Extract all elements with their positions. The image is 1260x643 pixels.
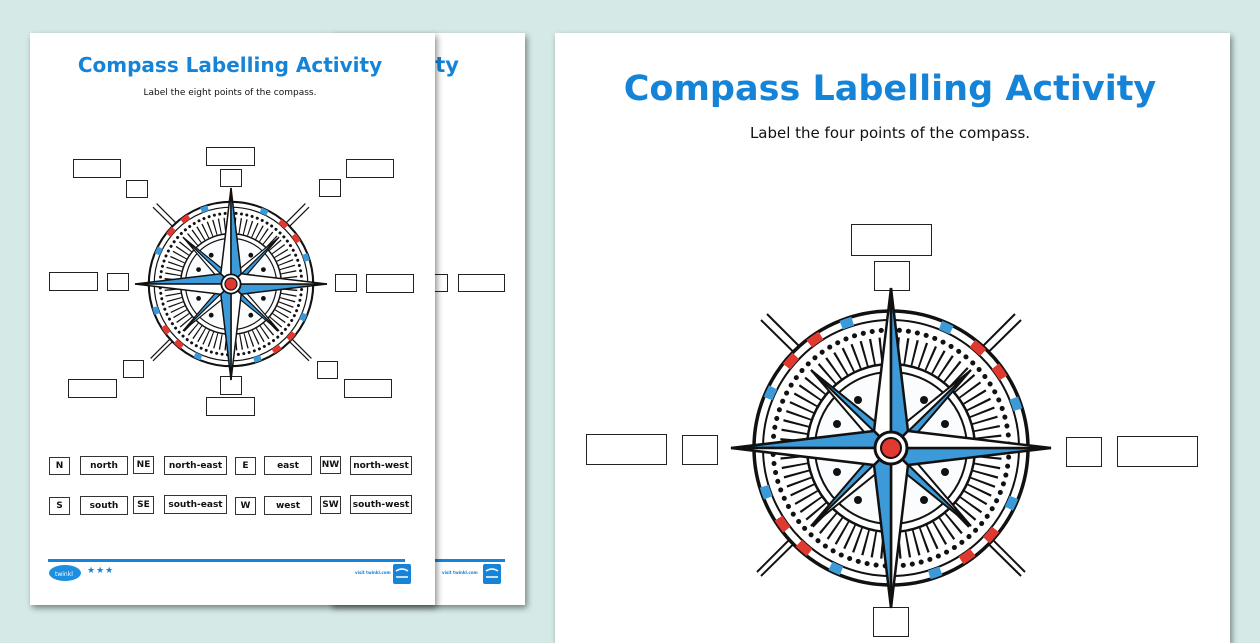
back-footer-url: visit twinkl.com [442,570,478,575]
east-word-box[interactable] [366,274,414,293]
word-bank-abbr: SW [320,496,341,514]
footer-url: visit twinkl.com [355,570,391,575]
twinkl-logo-icon: twinkl [49,565,81,581]
compass-rose-icon [131,184,331,384]
east-word-box[interactable] [1117,436,1198,467]
four-point-worksheet: Compass Labelling Activity Label the fou… [555,33,1230,643]
word-bank-abbr: W [235,497,256,515]
word-bank-abbr: E [235,457,256,475]
south-word-box[interactable] [206,397,255,416]
word-bank-word: east [264,456,312,475]
worksheet-instructions: Label the four points of the compass. [749,124,1031,142]
southeast-word-box[interactable] [344,379,392,398]
northeast-word-box[interactable] [346,159,394,178]
word-bank-word: north-east [164,456,227,475]
compass-rose-icon [731,288,1051,608]
southwest-abbr-box[interactable] [123,360,144,378]
word-bank-word: south-east [164,495,227,514]
northeast-abbr-box[interactable] [319,179,341,197]
eight-point-worksheet: Compass Labelling Activity Label the eig… [30,33,435,605]
word-bank-abbr: NE [133,456,154,474]
north-abbr-box[interactable] [874,261,910,291]
worksheet-title: Compass Labelling Activity [623,69,1157,109]
word-bank-word: north [80,456,128,475]
northwest-abbr-box[interactable] [126,180,148,198]
back-east-word-box[interactable] [458,274,505,292]
word-bank-word: south [80,496,128,515]
southwest-word-box[interactable] [68,379,117,398]
word-bank-abbr: S [49,497,70,515]
west-abbr-box[interactable] [107,273,129,291]
north-word-box[interactable] [851,224,932,256]
worksheet-instructions: Label the eight points of the compass. [143,88,317,98]
west-word-box[interactable] [49,272,98,291]
south-abbr-box[interactable] [873,607,909,637]
word-bank-word: south-west [350,495,412,514]
word-bank-word: north-west [350,456,412,475]
word-bank-abbr: NW [320,456,341,474]
east-abbr-box[interactable] [335,274,357,292]
east-abbr-box[interactable] [1066,437,1102,467]
north-abbr-box[interactable] [220,169,242,187]
west-abbr-box[interactable] [682,435,718,465]
southeast-abbr-box[interactable] [317,361,338,379]
footer-logo-icon [393,564,411,584]
word-bank-word: west [264,496,312,515]
back-footer-logo-icon [483,564,501,584]
word-bank-abbr: SE [133,496,154,514]
west-word-box[interactable] [586,434,667,465]
svg-text:twinkl: twinkl [55,571,73,578]
word-bank-abbr: N [49,457,70,475]
footer-line [48,559,405,562]
north-word-box[interactable] [206,147,255,166]
northwest-word-box[interactable] [73,159,121,178]
star-rating: ★★★ [87,566,115,576]
worksheet-title: Compass Labelling Activity [77,53,383,77]
